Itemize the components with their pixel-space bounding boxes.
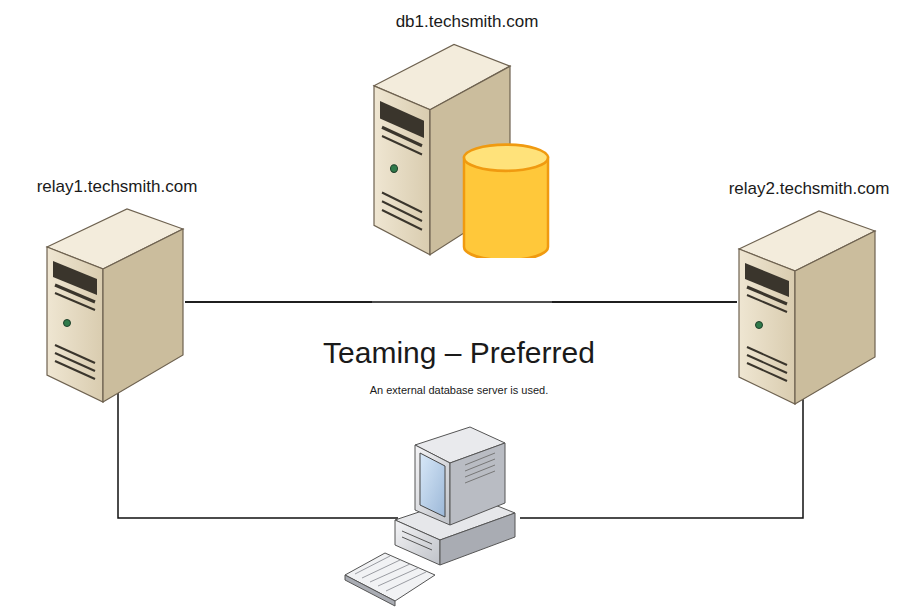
network-link [185, 302, 737, 303]
relay-server: relay2.techsmith.com [737, 207, 877, 407]
diagram-title: Teaming – Preferred [323, 336, 595, 370]
host-name: db1.techsmith.com [396, 12, 539, 32]
database-server: db1.techsmith.com [372, 40, 552, 258]
link-line [185, 301, 737, 303]
diagram-caption: An external database server is used. [370, 384, 549, 396]
server-icon [45, 205, 185, 405]
relay-server: relay1.techsmith.com [45, 205, 185, 405]
server-icon [737, 207, 877, 407]
client-wire [118, 385, 398, 518]
host-name: relay1.techsmith.com [37, 177, 198, 197]
client-wire [520, 395, 803, 518]
server-icon [372, 40, 552, 258]
host-name: relay2.techsmith.com [729, 179, 890, 199]
client-computer [340, 425, 540, 608]
